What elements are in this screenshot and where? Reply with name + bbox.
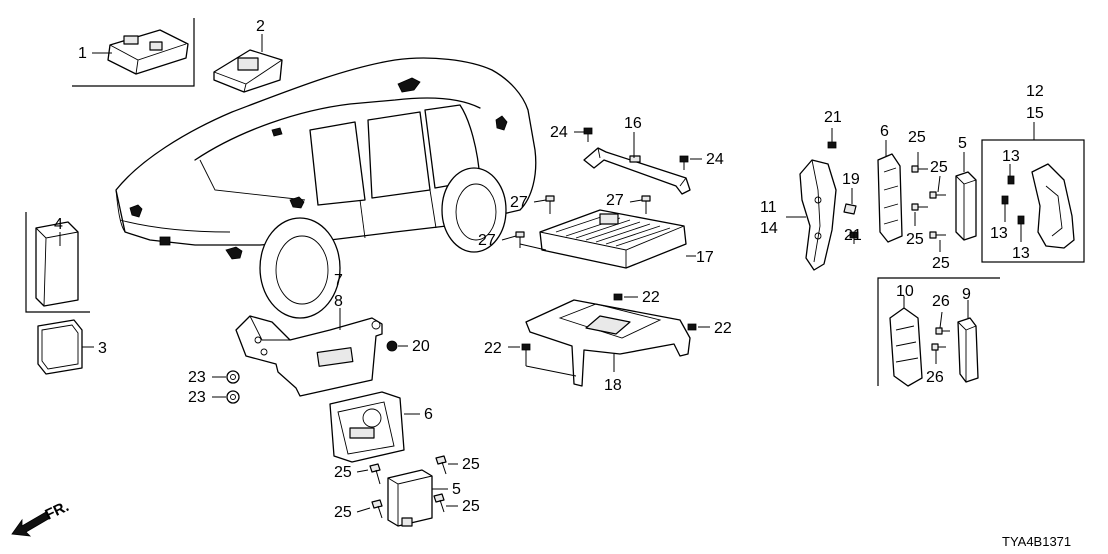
part-23-nuts: 23 23 <box>188 369 240 406</box>
part-17-control-unit: 17 <box>519 209 714 269</box>
callout-5a: 5 <box>958 135 967 152</box>
callout-25b: 25 <box>462 456 480 473</box>
part-4-unit: 4 <box>25 212 90 313</box>
part-20-grommet: 20 <box>386 338 430 355</box>
callout-10: 10 <box>896 283 914 300</box>
callout-27a: 27 <box>510 194 528 211</box>
callout-27c: 27 <box>478 232 496 249</box>
part-18-bracket: 18 <box>525 299 691 394</box>
callout-6b: 6 <box>424 406 433 423</box>
callout-6a: 6 <box>880 123 889 140</box>
arrow-icon <box>11 511 51 537</box>
callout-23a: 23 <box>188 369 206 386</box>
callout-24a: 24 <box>550 124 568 141</box>
callout-23b: 23 <box>188 389 206 406</box>
callout-22b: 22 <box>714 320 732 337</box>
part-5-unit-lower: 5 <box>387 469 461 527</box>
part-9-10-group: 10 9 26 26 <box>877 277 1000 387</box>
part-24-bolts: 24 24 <box>550 124 724 170</box>
callout-26a: 26 <box>932 293 950 310</box>
part-22-bolts: 22 22 22 <box>484 289 732 377</box>
location-marker-windshield <box>271 127 283 137</box>
location-marker-roof <box>397 77 421 93</box>
part-11-14-bracket: 11 14 <box>760 159 837 271</box>
part-16-bracket: 16 <box>583 115 691 195</box>
part-25-bolts-right: 25 25 25 25 <box>906 129 950 272</box>
part-2-unit: 2 <box>213 18 283 93</box>
callout-25f: 25 <box>930 159 948 176</box>
callout-8: 8 <box>334 293 343 310</box>
callout-13a: 13 <box>1002 148 1020 165</box>
front-wheel <box>259 217 341 319</box>
front-direction-arrow: FR. <box>11 498 72 537</box>
callout-24b: 24 <box>706 151 724 168</box>
part-21-bolts: 21 21 <box>824 109 862 244</box>
part-3-unit: 3 <box>37 319 107 375</box>
callout-26b: 26 <box>926 369 944 386</box>
callout-25c: 25 <box>334 504 352 521</box>
callout-17: 17 <box>696 249 714 266</box>
callout-2: 2 <box>256 18 265 35</box>
rear-wheel <box>441 167 507 253</box>
part-27-bolts: 27 27 27 <box>478 192 651 249</box>
callout-9: 9 <box>962 286 971 303</box>
callout-25g: 25 <box>906 231 924 248</box>
callout-19: 19 <box>842 171 860 188</box>
location-marker-rear <box>495 115 508 131</box>
callout-13b: 13 <box>990 225 1008 242</box>
callout-22c: 22 <box>484 340 502 357</box>
callout-1: 1 <box>78 45 87 62</box>
callout-22a: 22 <box>642 289 660 306</box>
callout-16: 16 <box>624 115 642 132</box>
callout-21b: 21 <box>844 227 862 244</box>
callout-7: 7 <box>334 272 343 289</box>
part-6-unit-right: 6 <box>877 123 903 243</box>
part-1-unit: 1 <box>72 18 195 87</box>
diagram-code: TYA4B1371 <box>1002 534 1071 549</box>
part-7-8-bracket: 7 8 <box>235 272 383 397</box>
callout-27b: 27 <box>606 192 624 209</box>
part-25-bolts-lower: 25 25 25 25 <box>334 455 480 521</box>
callout-4: 4 <box>54 216 63 233</box>
callout-14: 14 <box>760 220 778 237</box>
callout-25d: 25 <box>462 498 480 515</box>
part-6-unit-lower: 6 <box>329 391 433 463</box>
callout-25h: 25 <box>932 255 950 272</box>
callout-20: 20 <box>412 338 430 355</box>
callout-11: 11 <box>760 199 777 216</box>
location-marker-front-left <box>129 204 143 218</box>
part-5-unit-right: 5 <box>955 135 977 241</box>
callout-13c: 13 <box>1012 245 1030 262</box>
part-12-15-group: 12 15 13 13 13 <box>981 83 1085 263</box>
callout-5b: 5 <box>452 481 461 498</box>
location-marker-front-grille <box>159 236 171 246</box>
callout-25e: 25 <box>908 129 926 146</box>
callout-18: 18 <box>604 377 622 394</box>
direction-label: FR. <box>43 498 72 524</box>
callout-21a: 21 <box>824 109 842 126</box>
callout-15: 15 <box>1026 105 1044 122</box>
callout-25a: 25 <box>334 464 352 481</box>
part-19-clip: 19 <box>842 171 860 215</box>
callout-3: 3 <box>98 340 107 357</box>
callout-12: 12 <box>1026 83 1044 100</box>
vehicle-outline <box>115 57 537 319</box>
